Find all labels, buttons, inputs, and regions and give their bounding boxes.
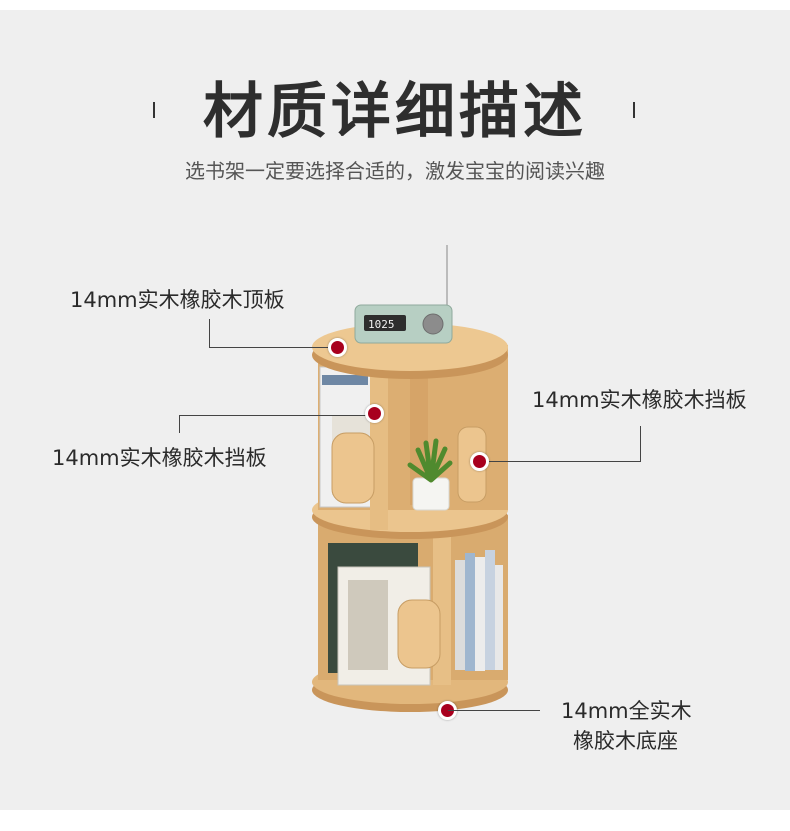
page-subtitle: 选书架一定要选择合适的，激发宝宝的阅读兴趣 — [185, 159, 605, 183]
callout-top-panel-line-v — [209, 319, 210, 347]
callout-top-panel-marker — [328, 338, 347, 357]
callout-right-divider-marker — [470, 452, 489, 471]
callout-left-divider-line-v — [179, 415, 180, 433]
callout-left-divider-line-h — [179, 415, 373, 416]
radio-display-text: 1025 — [368, 318, 395, 331]
callout-top-panel-label: 14mm实木橡胶木顶板 — [70, 288, 285, 312]
page-title: 材质详细描述 — [203, 77, 587, 147]
callout-left-divider-marker — [365, 404, 384, 423]
callout-right-divider-line-v — [640, 426, 641, 461]
callout-base-label-line1: 14mm全实木 — [561, 699, 692, 723]
rotating-bookshelf-illustration: 1025 — [312, 245, 508, 712]
callout-right-divider-line-h — [480, 461, 641, 462]
title-right-tick — [633, 102, 635, 118]
callout-right-divider-label: 14mm实木橡胶木挡板 — [532, 388, 747, 412]
callout-base-label-line2: 橡胶木底座 — [573, 729, 678, 753]
callout-left-divider-label: 14mm实木橡胶木挡板 — [52, 446, 267, 470]
callout-base-line-h — [448, 710, 540, 711]
title-left-tick — [153, 102, 155, 118]
callout-top-panel-line-h — [209, 347, 337, 348]
